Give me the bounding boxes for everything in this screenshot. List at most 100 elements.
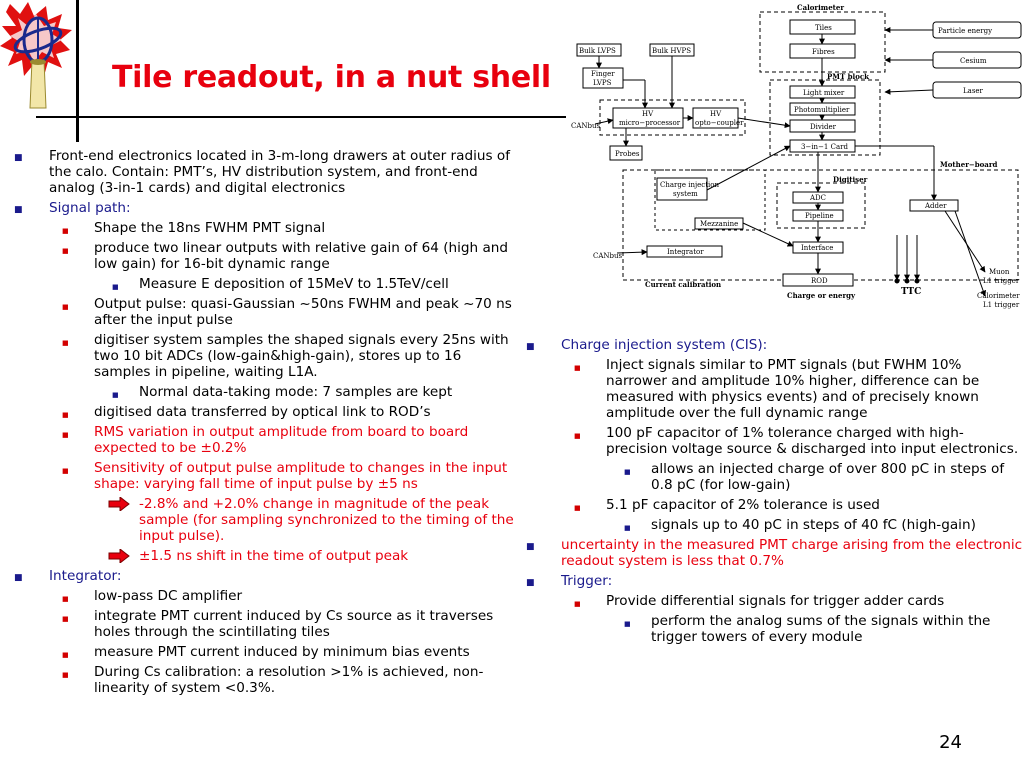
- bullet-item: -2.8% and +2.0% change in magnitude of t…: [0, 496, 518, 544]
- rod-label: ROD: [811, 277, 828, 285]
- bulk-lvps-label: Bulk LVPS: [579, 47, 616, 55]
- tiles-label: Tiles: [815, 24, 832, 32]
- bullet-text: ±1.5 ns shift in the time of output peak: [139, 548, 409, 564]
- bullet-item: ■Front-end electronics located in 3-m-lo…: [0, 148, 518, 196]
- adc-label: ADC: [809, 194, 826, 202]
- square-bullet-icon: ■: [624, 468, 631, 476]
- current-calibration-label: Current calibration: [645, 280, 721, 289]
- cis-label-1: Charge injection: [660, 181, 719, 189]
- bullet-text: Shape the 18ns FWHM PMT signal: [94, 220, 326, 236]
- bullet-item: ■ During Cs calibration: a resolution >1%…: [0, 664, 518, 696]
- pipeline-label: Pipeline: [805, 212, 834, 220]
- finger-lvps-label-2: LVPS: [593, 79, 612, 87]
- bullet-text: 100 pF capacitor of 1% tolerance charged…: [606, 425, 1019, 457]
- square-bullet-icon: ■: [62, 411, 69, 419]
- square-bullet-icon: ■: [62, 431, 69, 439]
- adder-label: Adder: [924, 202, 947, 210]
- bullet-text: Signal path:: [49, 200, 131, 216]
- bullet-text: Sensitivity of output pulse amplitude to…: [94, 460, 508, 492]
- square-bullet-icon: ■: [62, 339, 69, 347]
- bullet-text: Normal data-taking mode: 7 samples are k…: [139, 384, 453, 400]
- title-vertical-rule: [76, 0, 79, 142]
- square-bullet-icon: ■: [624, 620, 631, 628]
- digitiser-label: Digitiser: [833, 175, 868, 184]
- bullet-item: ■digitiser system samples the shaped sig…: [0, 332, 518, 380]
- bullet-item: ■Shape the 18ns FWHM PMT signal: [0, 220, 518, 236]
- muon-label-2: L1 trigger: [983, 277, 1020, 285]
- finger-lvps-label-1: Finger: [591, 70, 615, 78]
- slide-title: Tile readout, in a nut shell: [112, 60, 551, 95]
- square-bullet-icon: ■: [526, 542, 535, 552]
- bullet-text: RMS variation in output amplitude from b…: [94, 424, 469, 456]
- right-text-column: ■Charge injection system (CIS):■Inject s…: [512, 337, 1024, 649]
- bullet-text: Provide differential signals for trigger…: [606, 593, 945, 609]
- bullet-item: ■100 pF capacitor of 1% tolerance charge…: [512, 425, 1024, 457]
- mezzanine-label: Mezzanine: [700, 220, 738, 228]
- bullet-item: ■ signals up to 40 pC in steps of 40 fC (…: [512, 517, 1024, 533]
- bullet-text: allows an injected charge of over 800 pC…: [651, 461, 1005, 493]
- integrator-label: Integrator: [667, 248, 704, 256]
- charge-or-energy-label: Charge or energy: [787, 291, 856, 300]
- ttc-label: TTC: [901, 287, 921, 297]
- square-bullet-icon: ■: [14, 205, 23, 215]
- bullet-text: 5.1 pF capacitor of 2% tolerance is used: [606, 497, 880, 513]
- photomultiplier-label: Photomultiplier: [794, 106, 850, 114]
- bullet-item: ■Measure E deposition of 15MeV to 1.5TeV…: [0, 276, 518, 292]
- bullet-text: low-pass DC amplifier: [94, 588, 243, 604]
- calo-label-1: Calorimeter: [977, 292, 1020, 300]
- hv-opto-label-1: HV: [710, 110, 722, 118]
- square-bullet-icon: ■: [526, 578, 535, 588]
- bullet-item: ■integrate PMT current induced by Cs sou…: [0, 608, 518, 640]
- particle-energy-label: Particle energy: [938, 27, 992, 35]
- bullet-item: ■ Sensitivity of output pulse amplitude t…: [0, 460, 518, 492]
- red-arrow-bullet-icon: [108, 549, 130, 563]
- square-bullet-icon: ■: [624, 524, 631, 532]
- interface-label: Interface: [801, 244, 833, 252]
- square-bullet-icon: ■: [62, 671, 69, 679]
- bullet-item: ■ produce two linear outputs with relativ…: [0, 240, 518, 272]
- bullet-text: Trigger:: [561, 573, 613, 589]
- square-bullet-icon: ■: [14, 573, 23, 583]
- bullet-item: ■ uncertainty in the measured PMT charge …: [512, 537, 1024, 569]
- square-bullet-icon: ■: [62, 467, 69, 475]
- bullet-item: ■measure PMT current induced by minimum …: [0, 644, 518, 660]
- bullet-item: ■ allows an injected charge of over 800 p…: [512, 461, 1024, 493]
- bullet-item: ■ RMS variation in output amplitude from …: [0, 424, 518, 456]
- hv-micro-label-2: micro−processor: [619, 119, 681, 127]
- left-text-column: ■ Front-end electronics located in 3-m-lo…: [0, 148, 518, 700]
- bullet-text: During Cs calibration: a resolution >1% …: [94, 664, 484, 696]
- bullet-text: produce two linear outputs with relative…: [94, 240, 509, 272]
- square-bullet-icon: ■: [62, 247, 69, 255]
- square-bullet-icon: ■: [62, 615, 69, 623]
- square-bullet-icon: ■: [62, 303, 69, 311]
- light-mixer-label: Light mixer: [803, 89, 845, 97]
- red-arrow-bullet-icon: [108, 497, 130, 511]
- bullet-text: Inject signals similar to PMT signals (b…: [606, 357, 980, 421]
- bullet-item: ■Normal data-taking mode: 7 samples are …: [0, 384, 518, 400]
- bullet-text: Front-end electronics located in 3-m-lon…: [49, 148, 510, 196]
- square-bullet-icon: ■: [112, 283, 119, 291]
- bullet-item: ■ Provide differential signals for trigg…: [512, 593, 1024, 609]
- bullet-item: ■ low-pass DC amplifier: [0, 588, 518, 604]
- hv-micro-label-1: HV: [642, 110, 654, 118]
- page-number: 24: [939, 732, 962, 753]
- bullet-item: ■ 5.1 pF capacitor of 2% tolerance is us…: [512, 497, 1024, 513]
- hv-opto-label-2: opto−coupler: [695, 119, 744, 127]
- atlas-logo: [0, 2, 72, 109]
- bullet-item: ■perform the analog sums of the signals …: [512, 613, 1024, 645]
- readout-block-diagram: Calorimeter Tiles Fibres Particle energy…: [571, 3, 1022, 309]
- divider-label: Divider: [810, 123, 837, 131]
- square-bullet-icon: ■: [574, 504, 581, 512]
- square-bullet-icon: ■: [62, 651, 69, 659]
- bullet-item: ■Charge injection system (CIS):: [512, 337, 1024, 353]
- bullet-text: Output pulse: quasi-Gaussian ~50ns FWHM …: [94, 296, 512, 328]
- bullet-item: ■Inject signals similar to PMT signals (…: [512, 357, 1024, 421]
- bullet-text: signals up to 40 pC in steps of 40 fC (h…: [651, 517, 976, 533]
- square-bullet-icon: ■: [62, 595, 69, 603]
- bullet-text: Integrator:: [49, 568, 122, 584]
- probes-label: Probes: [615, 150, 640, 158]
- bullet-item: ■ Trigger:: [512, 573, 1024, 589]
- bullet-text: uncertainty in the measured PMT charge a…: [561, 537, 1023, 569]
- square-bullet-icon: ■: [526, 342, 535, 352]
- cesium-label: Cesium: [960, 57, 987, 65]
